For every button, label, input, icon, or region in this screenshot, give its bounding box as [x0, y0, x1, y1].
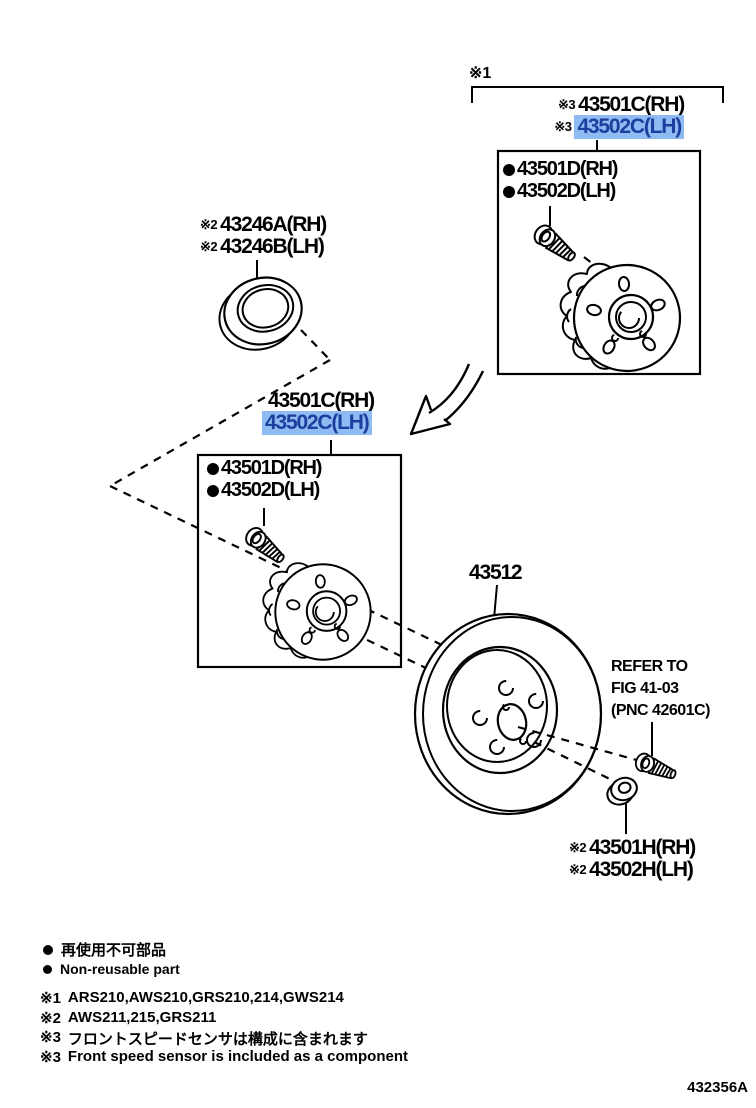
wheel-stud-bolt [632, 750, 680, 784]
non-reusable-bullet-icon [43, 944, 53, 955]
part-label-43502C-mid-highlighted[interactable]: 43502C(LH) [262, 411, 372, 435]
legend-non-reusable-en: Non-reusable part [43, 961, 180, 977]
highlighted-part-number: 43502C(LH) [574, 115, 684, 139]
refer-note: REFER TO FIG 41-03 (PNC 42601C) [611, 658, 710, 719]
part-label-43502D-top[interactable]: 43502D(LH) [503, 181, 616, 202]
non-reusable-bullet-icon [503, 185, 515, 198]
box-hub-mid [196, 453, 403, 669]
non-reusable-bullet-icon [207, 484, 219, 497]
group-bracket [471, 86, 724, 103]
fastener-axis-dashed [517, 725, 641, 784]
note-mark: ※3 [554, 119, 572, 134]
hub-bolt-top [530, 221, 582, 267]
part-label-43246A[interactable]: ※2 43246A(RH) [200, 213, 327, 236]
group-note-mark: ※1 [469, 65, 492, 82]
hub-assembly-top [559, 262, 682, 373]
note-mark: ※2 [569, 862, 587, 877]
bearing-ring [218, 276, 303, 351]
figure-code: 432356A [687, 1079, 748, 1096]
highlighted-part-number: 43502C(LH) [262, 411, 372, 435]
part-label-43502D-mid[interactable]: 43502D(LH) [207, 480, 320, 501]
part-label-43502C-top-highlighted[interactable]: ※3 43502C(LH) [554, 115, 684, 139]
lug-nut [606, 776, 638, 806]
hub-assembly-mid [262, 562, 372, 661]
brake-disc [413, 612, 603, 816]
note-mark: ※2 [569, 840, 587, 855]
part-label-43501C-top[interactable]: ※3 43501C(RH) [557, 93, 685, 116]
legend-non-reusable-jp: 再使用不可部品 [43, 939, 166, 960]
note-mark: ※3 [557, 97, 576, 112]
part-label-43501H[interactable]: ※2 43501H(RH) [569, 836, 696, 859]
note-mark: ※2 [200, 217, 218, 232]
non-reusable-bullet-icon [43, 964, 52, 974]
part-label-43501D-mid[interactable]: 43501D(RH) [207, 458, 322, 479]
part-label-43512[interactable]: 43512 [469, 561, 523, 584]
part-label-43501C-mid[interactable]: 43501C(RH) [268, 389, 375, 412]
part-label-43501D-top[interactable]: 43501D(RH) [503, 159, 618, 180]
part-label-43246B[interactable]: ※2 43246B(LH) [200, 235, 325, 258]
pointer-arrow [409, 363, 485, 436]
note-mark: ※2 [200, 239, 218, 254]
box-hub-top [496, 149, 702, 376]
non-reusable-bullet-icon [207, 462, 219, 475]
non-reusable-bullet-icon [503, 163, 515, 176]
part-label-43502H[interactable]: ※2 43502H(LH) [569, 858, 694, 881]
